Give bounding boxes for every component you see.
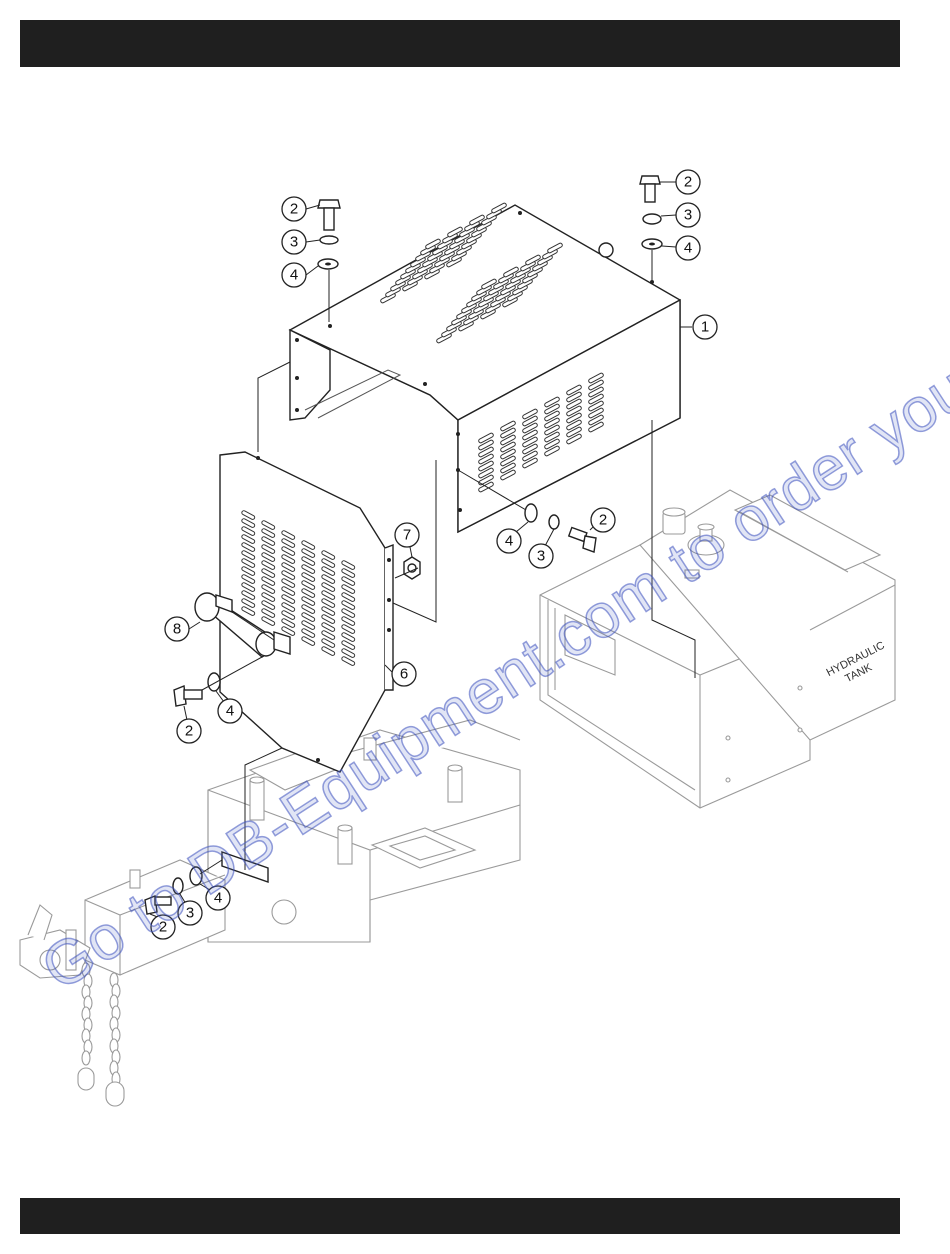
- svg-text:6: 6: [400, 666, 408, 683]
- svg-text:2: 2: [684, 174, 692, 191]
- callout-2: 2: [282, 197, 320, 221]
- callout-7: 7: [395, 523, 419, 557]
- callout-4: 4: [282, 263, 318, 287]
- callout-3: 3: [661, 203, 700, 227]
- svg-text:4: 4: [290, 267, 298, 284]
- end-panel-part-6: [220, 452, 393, 772]
- filler-cap: [663, 508, 685, 534]
- svg-text:3: 3: [537, 548, 545, 565]
- svg-text:4: 4: [226, 703, 234, 720]
- callout-2: 2: [590, 508, 615, 532]
- lock-washer-icon: [320, 236, 338, 244]
- svg-text:3: 3: [290, 234, 298, 251]
- svg-text:2: 2: [159, 919, 167, 936]
- svg-text:3: 3: [684, 207, 692, 224]
- svg-text:4: 4: [505, 533, 513, 550]
- svg-text:4: 4: [214, 890, 222, 907]
- bolt-icon: [640, 176, 660, 202]
- cover-part-1: [290, 202, 680, 532]
- svg-text:1: 1: [701, 319, 709, 336]
- lock-washer-icon: [549, 515, 559, 529]
- safety-chains: [78, 963, 124, 1106]
- footer-bar: [20, 1198, 900, 1234]
- svg-text:8: 8: [173, 621, 181, 638]
- bolt-icon: [569, 528, 596, 552]
- lock-washer-icon: [643, 214, 661, 224]
- flat-washer-icon: [525, 504, 537, 522]
- trailer-frame: [208, 720, 520, 942]
- flat-washer-icon: [208, 673, 220, 691]
- svg-text:2: 2: [290, 201, 298, 218]
- callout-8: 8: [165, 617, 200, 641]
- svg-text:3: 3: [186, 905, 194, 922]
- callout-4: 4: [497, 522, 528, 553]
- svg-text:7: 7: [403, 527, 411, 544]
- svg-text:2: 2: [185, 723, 193, 740]
- callout-1: 1: [680, 315, 717, 339]
- chain-link: [82, 1051, 90, 1065]
- callout-2: 2: [177, 706, 201, 743]
- flat-washer-icon: [190, 867, 202, 885]
- svg-text:2: 2: [599, 512, 607, 529]
- svg-text:4: 4: [684, 240, 692, 257]
- bolt-icon: [174, 686, 202, 706]
- callout-3: 3: [529, 529, 554, 568]
- callout-2: 2: [660, 170, 700, 194]
- callout-3: 3: [282, 230, 320, 254]
- callout-4: 4: [662, 236, 700, 260]
- bolt-icon: [318, 200, 340, 230]
- lock-washer-icon: [173, 878, 183, 894]
